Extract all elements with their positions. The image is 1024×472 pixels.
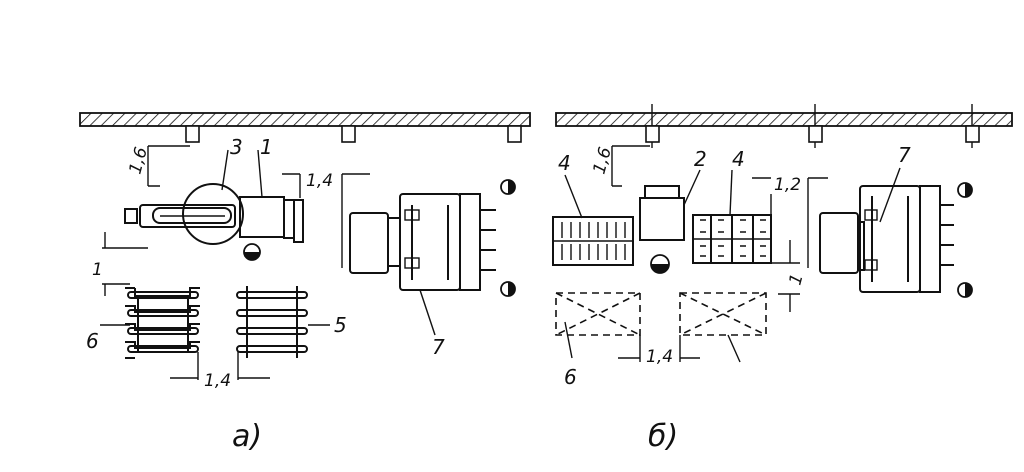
machine-a — [124, 183, 304, 261]
machine-b2 — [639, 185, 685, 274]
wall-a — [79, 112, 531, 127]
column-b2 — [808, 125, 823, 143]
rack-a5 — [236, 286, 308, 358]
zone-b-right — [679, 292, 767, 336]
column-a2 — [341, 125, 356, 143]
label-b-7: 7 — [898, 143, 911, 167]
label-a-3: 3 — [230, 135, 243, 159]
label-b-4-left: 4 — [558, 151, 571, 175]
panel-a: 3 1 6 5 7 1,6 1,4 1 1,4 а) — [79, 112, 531, 454]
dim-a-14b: 1,4 — [204, 371, 231, 391]
press-b — [819, 182, 973, 298]
column-a1 — [185, 125, 200, 143]
label-a-6: 6 — [86, 329, 99, 353]
dim-b-1: 1 — [786, 272, 808, 288]
label-b-2: 2 — [694, 147, 707, 171]
press-a — [349, 179, 516, 297]
column-a3 — [507, 125, 522, 143]
rack-a6 — [125, 287, 200, 359]
dim-line-a-16 — [147, 145, 190, 187]
caption-a: а) — [232, 419, 262, 454]
label-b-6: 6 — [564, 365, 577, 389]
dim-a-1: 1 — [92, 260, 103, 280]
dim-line-b-16 — [611, 145, 650, 187]
dim-line-b-14 — [618, 335, 700, 362]
caption-b: б) — [648, 419, 678, 454]
dim-line-b-1 — [772, 240, 800, 312]
wall-b — [555, 112, 1013, 127]
label-a-5: 5 — [334, 313, 347, 337]
column-b3 — [965, 125, 980, 143]
dim-line-a-14 — [282, 173, 370, 268]
dim-line-a-14b — [170, 352, 270, 380]
label-a-7: 7 — [432, 335, 445, 359]
label-b-4-right: 4 — [732, 147, 745, 171]
column-b1 — [645, 125, 660, 143]
panel-b: 4 2 4 7 6 1,6 1,2 1 1,4 б) — [552, 104, 1013, 454]
dim-b-14: 1,4 — [646, 347, 673, 367]
dim-line-a-1 — [102, 232, 148, 296]
dim-line-b-12 — [752, 177, 828, 268]
dim-b-12: 1,2 — [774, 175, 801, 195]
label-a-1: 1 — [260, 135, 273, 159]
dim-a-14: 1,4 — [306, 171, 333, 191]
container-b4-left — [552, 216, 634, 266]
container-b4-right — [692, 214, 772, 264]
zone-b-left — [555, 292, 641, 336]
